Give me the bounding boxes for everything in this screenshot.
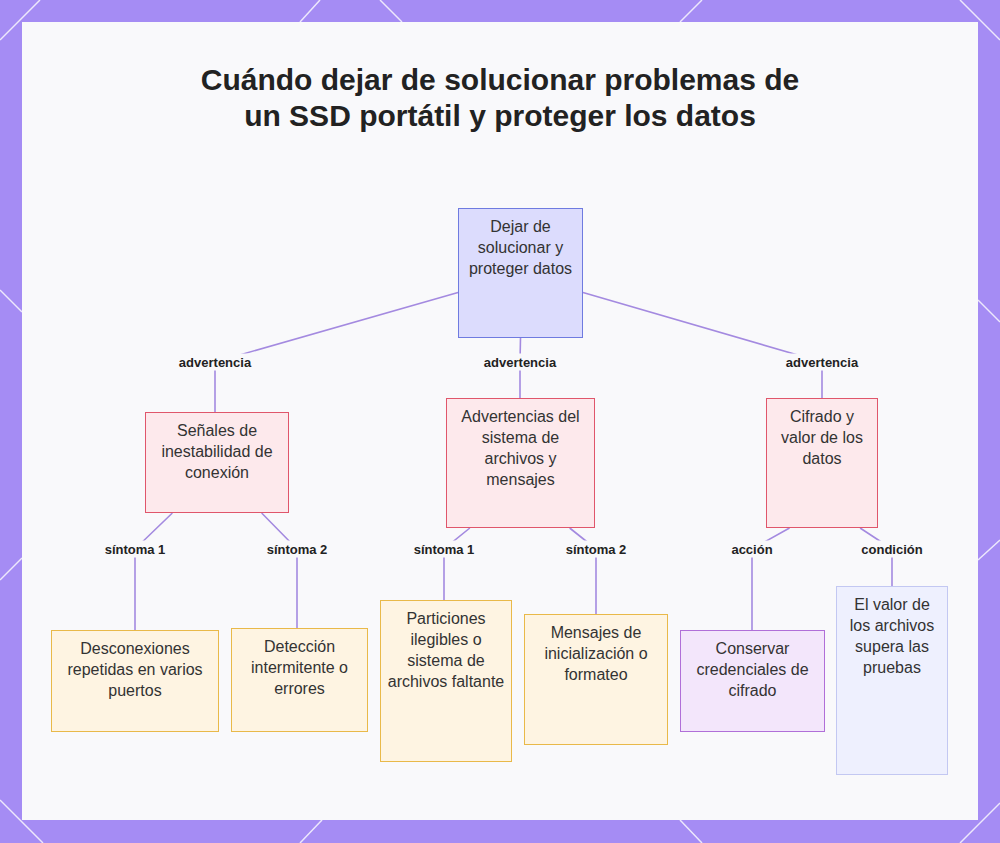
diagram-title: Cuándo dejar de solucionar problemas de …: [200, 62, 800, 134]
edge-label: advertencia: [176, 354, 254, 371]
connector-line: [444, 528, 470, 600]
detail-box: Particiones ilegibles o sistema de archi…: [380, 600, 512, 762]
detail-box: Conservar credenciales de cifrado: [680, 630, 825, 732]
node-text: Mensajes de inicialización o formateo: [531, 622, 661, 685]
edge-label: condición: [858, 541, 925, 558]
node-text: Particiones ilegibles o sistema de archi…: [387, 608, 505, 692]
category-box: Advertencias del sistema de archivos y m…: [446, 398, 595, 528]
root-box: Dejar de solucionar y proteger datos: [458, 208, 583, 338]
node-text: Cifrado y valor de los datos: [773, 406, 871, 469]
edge-label: acción: [728, 541, 775, 558]
connector-line: [215, 293, 458, 413]
edge-label: síntoma 1: [411, 541, 478, 558]
node-text: Señales de inestabilidad de conexión: [152, 420, 282, 483]
node-text: Detección intermitente o errores: [238, 636, 361, 699]
detail-box: Detección intermitente o errores: [231, 628, 368, 732]
node-text: Desconexiones repetidas en varios puerto…: [58, 638, 212, 701]
edge-label: síntoma 2: [264, 541, 331, 558]
category-box: Cifrado y valor de los datos: [766, 398, 878, 528]
detail-box: El valor de los archivos supera las prue…: [836, 586, 948, 775]
node-text: El valor de los archivos supera las prue…: [843, 594, 941, 678]
edge-label: advertencia: [481, 354, 559, 371]
detail-box: Mensajes de inicialización o formateo: [524, 614, 668, 745]
edge-label: síntoma 1: [102, 541, 169, 558]
category-box: Señales de inestabilidad de conexión: [145, 412, 289, 513]
connector-line: [135, 513, 172, 630]
edge-label: síntoma 2: [563, 541, 630, 558]
edge-label: advertencia: [783, 354, 861, 371]
node-text: Advertencias del sistema de archivos y m…: [453, 406, 588, 490]
connector-line: [583, 293, 822, 399]
node-text: Dejar de solucionar y proteger datos: [465, 216, 576, 279]
connector-line: [262, 513, 297, 628]
detail-box: Desconexiones repetidas en varios puerto…: [51, 630, 219, 732]
node-text: Conservar credenciales de cifrado: [687, 638, 818, 701]
